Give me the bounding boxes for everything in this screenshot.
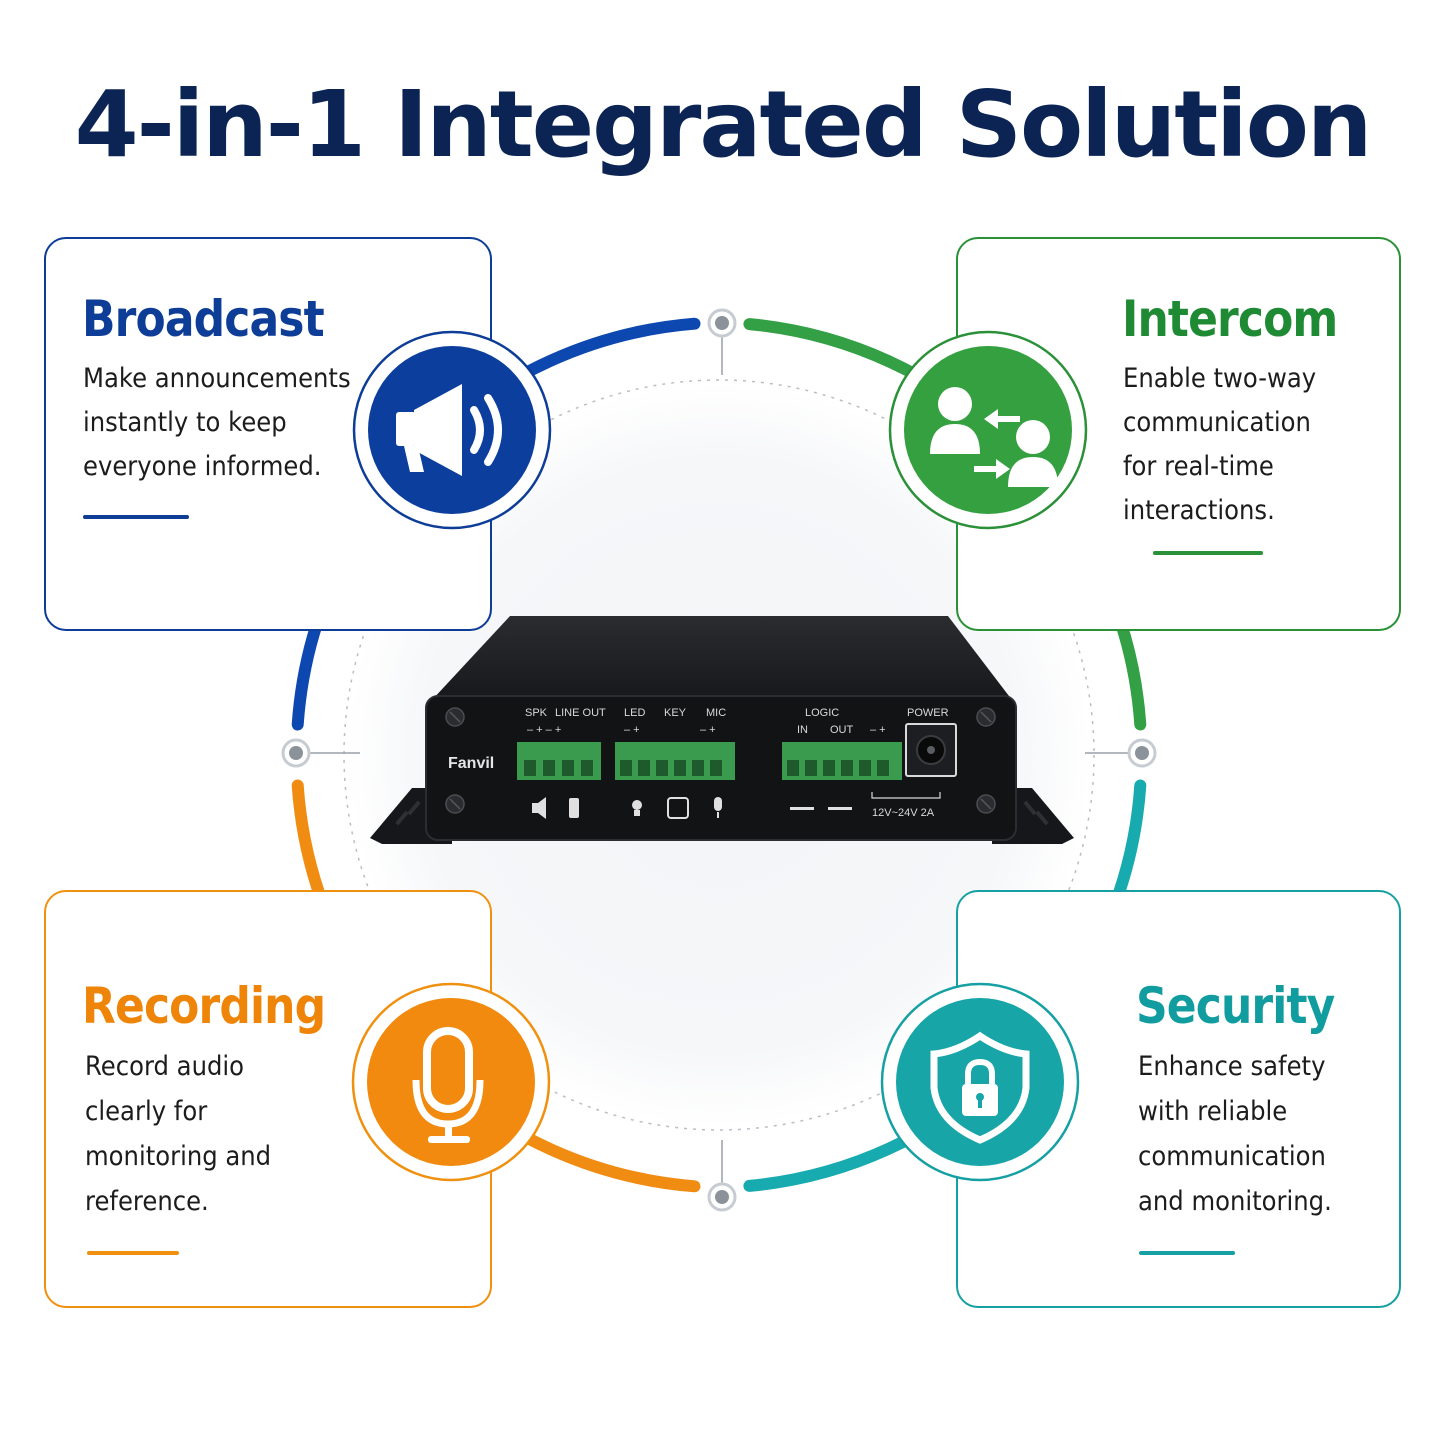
label-key: KEY	[664, 707, 687, 719]
security-line-4: and monitoring.	[1138, 1186, 1332, 1217]
connector-top	[707, 308, 737, 375]
page-title: 4-in-1 Integrated Solution	[74, 71, 1373, 178]
power-spec: 12V~24V 2A	[872, 807, 935, 819]
svg-text:– +: – +	[870, 724, 886, 736]
security-line-1: Enhance safety	[1138, 1051, 1326, 1082]
security-card: Security Enhance safety with reliable co…	[956, 890, 1401, 1308]
power-jack	[905, 723, 957, 777]
intercom-title: Intercom	[1122, 290, 1338, 348]
broadcast-underline	[83, 515, 189, 519]
label-line-out: LINE OUT	[555, 707, 606, 719]
broadcast-card: Broadcast Make announcements instantly t…	[44, 237, 492, 631]
recording-line-4: reference.	[85, 1186, 209, 1217]
svg-text:– + – +: – + – +	[527, 724, 561, 736]
broadcast-line-1: Make announcements	[83, 363, 351, 394]
intercom-line-2: communication	[1123, 407, 1311, 438]
broadcast-title: Broadcast	[82, 290, 325, 348]
label-spk: SPK	[525, 707, 548, 719]
connector-left	[281, 738, 360, 768]
intercom-line-1: Enable two-way	[1123, 363, 1317, 394]
recording-underline	[87, 1251, 179, 1255]
label-out: OUT	[830, 724, 854, 736]
recording-line-3: monitoring and	[85, 1141, 272, 1172]
connector-right	[1085, 738, 1157, 768]
fanvil-device: Fanvil SPK LINE OUT LED KEY MIC LOGIC IN…	[370, 616, 1074, 844]
dotted-inner-ring	[343, 379, 1095, 1131]
security-line-2: with reliable	[1138, 1096, 1288, 1127]
broadcast-line-3: everyone informed.	[83, 451, 322, 482]
label-in: IN	[797, 724, 808, 736]
recording-card: Recording Record audio clearly for monit…	[44, 890, 492, 1308]
terminal-block-spk-lineout	[517, 742, 601, 780]
svg-text:– +: – +	[700, 724, 716, 736]
recording-line-1: Record audio	[85, 1051, 245, 1082]
intercom-line-4: interactions.	[1123, 495, 1275, 526]
security-line-3: communication	[1138, 1141, 1326, 1172]
intercom-underline	[1153, 551, 1263, 555]
port-icons	[532, 797, 852, 819]
intercom-card: Intercom Enable two-way communication fo…	[956, 237, 1401, 631]
brand-logo: Fanvil	[448, 755, 494, 772]
label-power: POWER	[907, 707, 949, 719]
security-underline	[1139, 1251, 1235, 1255]
intercom-line-3: for real-time	[1123, 451, 1274, 482]
recording-title: Recording	[82, 977, 326, 1035]
security-title: Security	[1136, 977, 1335, 1035]
broadcast-line-2: instantly to keep	[83, 407, 287, 438]
label-logic: LOGIC	[805, 707, 839, 719]
label-led: LED	[624, 707, 645, 719]
svg-text:– +: – +	[624, 724, 640, 736]
connector-bottom	[707, 1140, 737, 1212]
label-mic: MIC	[706, 707, 726, 719]
terminal-block-led-key-mic	[615, 742, 735, 780]
terminal-block-logic	[782, 742, 902, 780]
recording-line-2: clearly for	[85, 1096, 208, 1127]
